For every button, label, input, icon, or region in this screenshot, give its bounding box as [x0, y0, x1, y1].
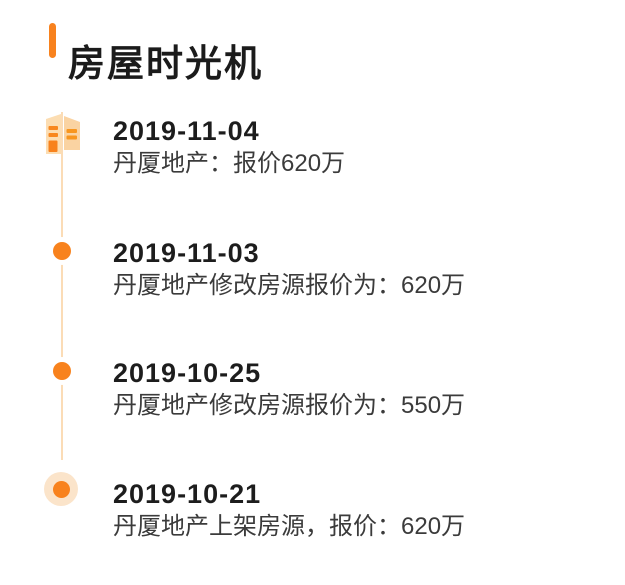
- entry-description: 丹厦地产上架房源，报价：620万: [113, 513, 466, 540]
- timeline-dot-halo-icon: [44, 472, 78, 506]
- timeline-dot-icon: [53, 242, 71, 260]
- entry-date: 2019-11-04: [113, 116, 260, 146]
- timeline-dot-icon: [52, 480, 70, 498]
- building-icon: [46, 114, 80, 154]
- page-title: 房屋时光机: [68, 42, 263, 84]
- timeline-dot-icon: [53, 362, 71, 380]
- entry-description: 丹厦地产修改房源报价为：620万: [113, 272, 466, 299]
- entry-date: 2019-11-03: [113, 238, 260, 268]
- title-accent-bar: [49, 23, 56, 58]
- entry-date: 2019-10-21: [113, 479, 262, 509]
- timeline-line: [61, 112, 63, 460]
- entry-description: 丹厦地产修改房源报价为：550万: [113, 392, 466, 419]
- entry-date: 2019-10-25: [113, 358, 262, 388]
- entry-description: 丹厦地产：报价620万: [113, 150, 346, 177]
